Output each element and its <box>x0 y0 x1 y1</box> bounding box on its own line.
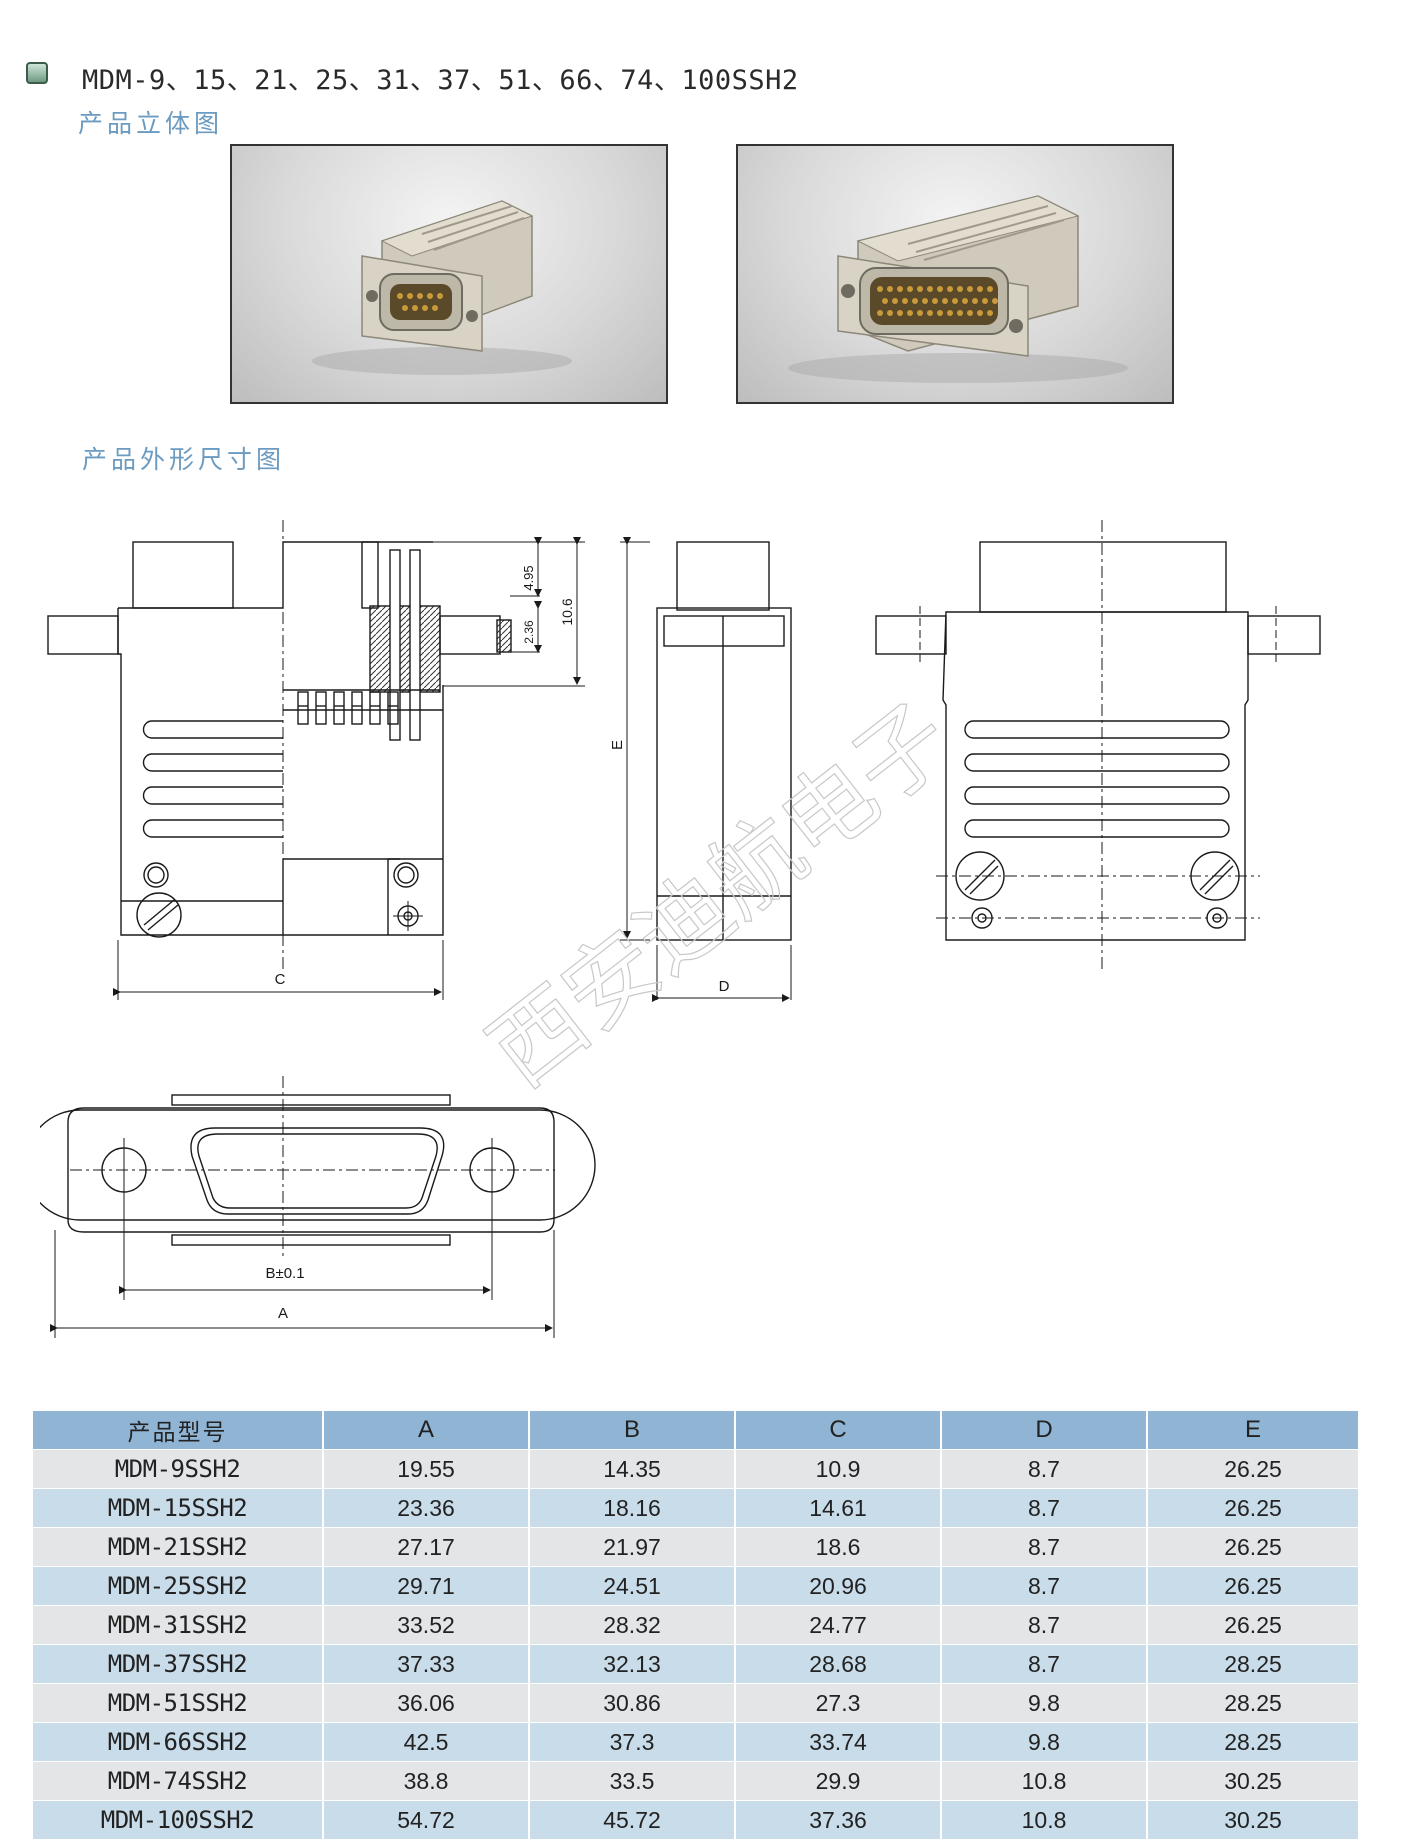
dim-label-e: E <box>609 740 626 750</box>
header-e: E <box>1147 1411 1360 1450</box>
cell-value: 9.8 <box>941 1722 1148 1762</box>
cell-value: 9.8 <box>941 1683 1148 1723</box>
cell-value: 28.25 <box>1147 1722 1360 1762</box>
cell-value: 33.74 <box>735 1722 942 1762</box>
cell-value: 14.35 <box>529 1449 736 1489</box>
cell-value: 10.8 <box>941 1800 1148 1840</box>
header-c: C <box>735 1411 942 1450</box>
cell-value: 21.97 <box>529 1527 736 1567</box>
table-header-row: 产品型号 A B C D E <box>33 1411 1360 1450</box>
cell-model: MDM-37SSH2 <box>33 1644 324 1684</box>
cell-value: 37.3 <box>529 1722 736 1762</box>
cell-model: MDM-25SSH2 <box>33 1566 324 1606</box>
cell-value: 28.25 <box>1147 1644 1360 1684</box>
cell-value: 26.25 <box>1147 1605 1360 1645</box>
cell-model: MDM-9SSH2 <box>33 1449 324 1489</box>
rear-view <box>875 520 1321 970</box>
header-model: 产品型号 <box>33 1411 324 1450</box>
cell-value: 42.5 <box>323 1722 530 1762</box>
cell-value: 19.55 <box>323 1449 530 1489</box>
front-view <box>47 520 585 1000</box>
cell-value: 54.72 <box>323 1800 530 1840</box>
cell-value: 28.32 <box>529 1605 736 1645</box>
product-photo-small <box>230 144 668 404</box>
cell-value: 8.7 <box>941 1449 1148 1489</box>
cell-value: 26.25 <box>1147 1488 1360 1528</box>
cell-value: 26.25 <box>1147 1566 1360 1606</box>
cell-model: MDM-74SSH2 <box>33 1761 324 1801</box>
bullet-square-icon <box>26 62 48 84</box>
dim-label-106: 10.6 <box>559 598 575 625</box>
cell-model: MDM-66SSH2 <box>33 1722 324 1762</box>
cell-value: 37.33 <box>323 1644 530 1684</box>
side-view <box>620 537 792 1002</box>
cell-value: 8.7 <box>941 1605 1148 1645</box>
cell-model: MDM-51SSH2 <box>33 1683 324 1723</box>
dim-label-d: D <box>719 978 730 995</box>
cell-value: 27.3 <box>735 1683 942 1723</box>
cell-value: 24.77 <box>735 1605 942 1645</box>
cell-value: 8.7 <box>941 1488 1148 1528</box>
cell-value: 37.36 <box>735 1800 942 1840</box>
cell-value: 8.7 <box>941 1527 1148 1567</box>
cell-value: 38.8 <box>323 1761 530 1801</box>
cell-value: 36.06 <box>323 1683 530 1723</box>
cell-value: 8.7 <box>941 1566 1148 1606</box>
cell-value: 30.25 <box>1147 1761 1360 1801</box>
cell-model: MDM-15SSH2 <box>33 1488 324 1528</box>
cell-value: 27.17 <box>323 1527 530 1567</box>
cell-value: 29.9 <box>735 1761 942 1801</box>
cell-value: 32.13 <box>529 1644 736 1684</box>
dim-label-b: B±0.1 <box>265 1265 304 1282</box>
cell-value: 29.71 <box>323 1566 530 1606</box>
bottom-view <box>40 1076 596 1338</box>
cell-value: 28.25 <box>1147 1683 1360 1723</box>
dim-label-236: 2.36 <box>522 620 536 644</box>
cell-value: 23.36 <box>323 1488 530 1528</box>
cell-value: 26.25 <box>1147 1527 1360 1567</box>
header-b: B <box>529 1411 736 1450</box>
dim-label-a: A <box>278 1305 288 1322</box>
cell-value: 8.7 <box>941 1644 1148 1684</box>
cell-value: 26.25 <box>1147 1449 1360 1489</box>
cell-value: 30.86 <box>529 1683 736 1723</box>
section-dims-heading: 产品外形尺寸图 <box>82 445 286 474</box>
cell-value: 30.25 <box>1147 1800 1360 1840</box>
cell-value: 33.5 <box>529 1761 736 1801</box>
cell-value: 14.61 <box>735 1488 942 1528</box>
header-d: D <box>941 1411 1148 1450</box>
cell-value: 10.9 <box>735 1449 942 1489</box>
cell-value: 10.8 <box>941 1761 1148 1801</box>
cell-value: 28.68 <box>735 1644 942 1684</box>
dim-label-c: C <box>275 971 286 988</box>
dimension-drawing: 4.95 2.36 10.6 C E D <box>40 520 1321 1338</box>
cell-value: 45.72 <box>529 1800 736 1840</box>
cell-value: 20.96 <box>735 1566 942 1606</box>
dim-label-495: 4.95 <box>521 565 536 590</box>
cell-value: 33.52 <box>323 1605 530 1645</box>
cell-model: MDM-100SSH2 <box>33 1800 324 1840</box>
section-3d-heading: 产品立体图 <box>78 109 224 138</box>
watermark: 西安迪航电子 <box>470 683 971 1107</box>
page-title: MDM-9、15、21、25、31、37、51、66、74、100SSH2 <box>82 65 799 96</box>
cell-value: 18.6 <box>735 1527 942 1567</box>
header-a: A <box>323 1411 530 1450</box>
cell-value: 24.51 <box>529 1566 736 1606</box>
product-photo-large <box>736 144 1174 404</box>
cell-value: 18.16 <box>529 1488 736 1528</box>
cell-model: MDM-21SSH2 <box>33 1527 324 1567</box>
cell-model: MDM-31SSH2 <box>33 1605 324 1645</box>
